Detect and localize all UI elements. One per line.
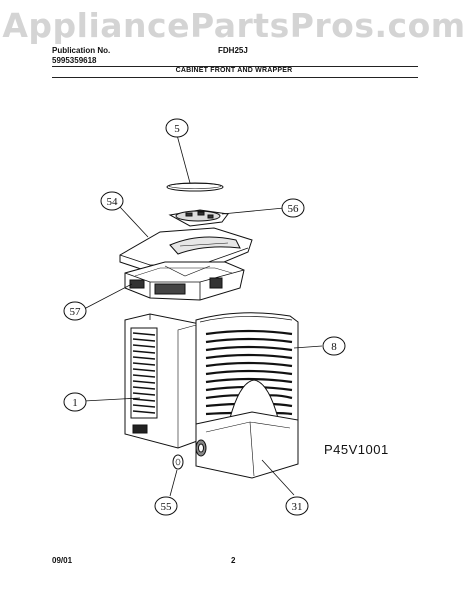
part-top-cover [119, 227, 253, 273]
footer-page-number: 2 [231, 556, 236, 565]
publication-label: Publication No. [52, 46, 111, 55]
footer-date: 09/01 [52, 556, 73, 565]
part-drain-cap [172, 454, 184, 470]
part-top-frame [124, 261, 245, 301]
callout-54: 54 [107, 196, 119, 208]
leader-lines [83, 134, 323, 497]
callout-55: 55 [161, 501, 173, 513]
header-rule [52, 66, 418, 67]
part-control-plate [168, 209, 229, 227]
diagram-code: P45V1001 [324, 442, 389, 457]
callout-8: 8 [331, 341, 337, 353]
callout-circles [63, 118, 346, 516]
part-rear-wrapper [124, 313, 201, 449]
title-rule [52, 77, 418, 78]
callout-1: 1 [72, 397, 78, 409]
callout-31: 31 [292, 501, 303, 513]
callout-57: 57 [70, 306, 82, 318]
publication-number: 5995359618 [52, 56, 97, 65]
watermark: AppliancePartsPros.com [2, 6, 466, 45]
part-filter-disc [166, 182, 224, 192]
section-title: CABINET FRONT AND WRAPPER [175, 67, 293, 74]
callout-5: 5 [174, 123, 180, 135]
callout-56: 56 [288, 203, 300, 215]
model-number: FDH25J [218, 46, 248, 55]
part-water-bucket [195, 411, 299, 479]
